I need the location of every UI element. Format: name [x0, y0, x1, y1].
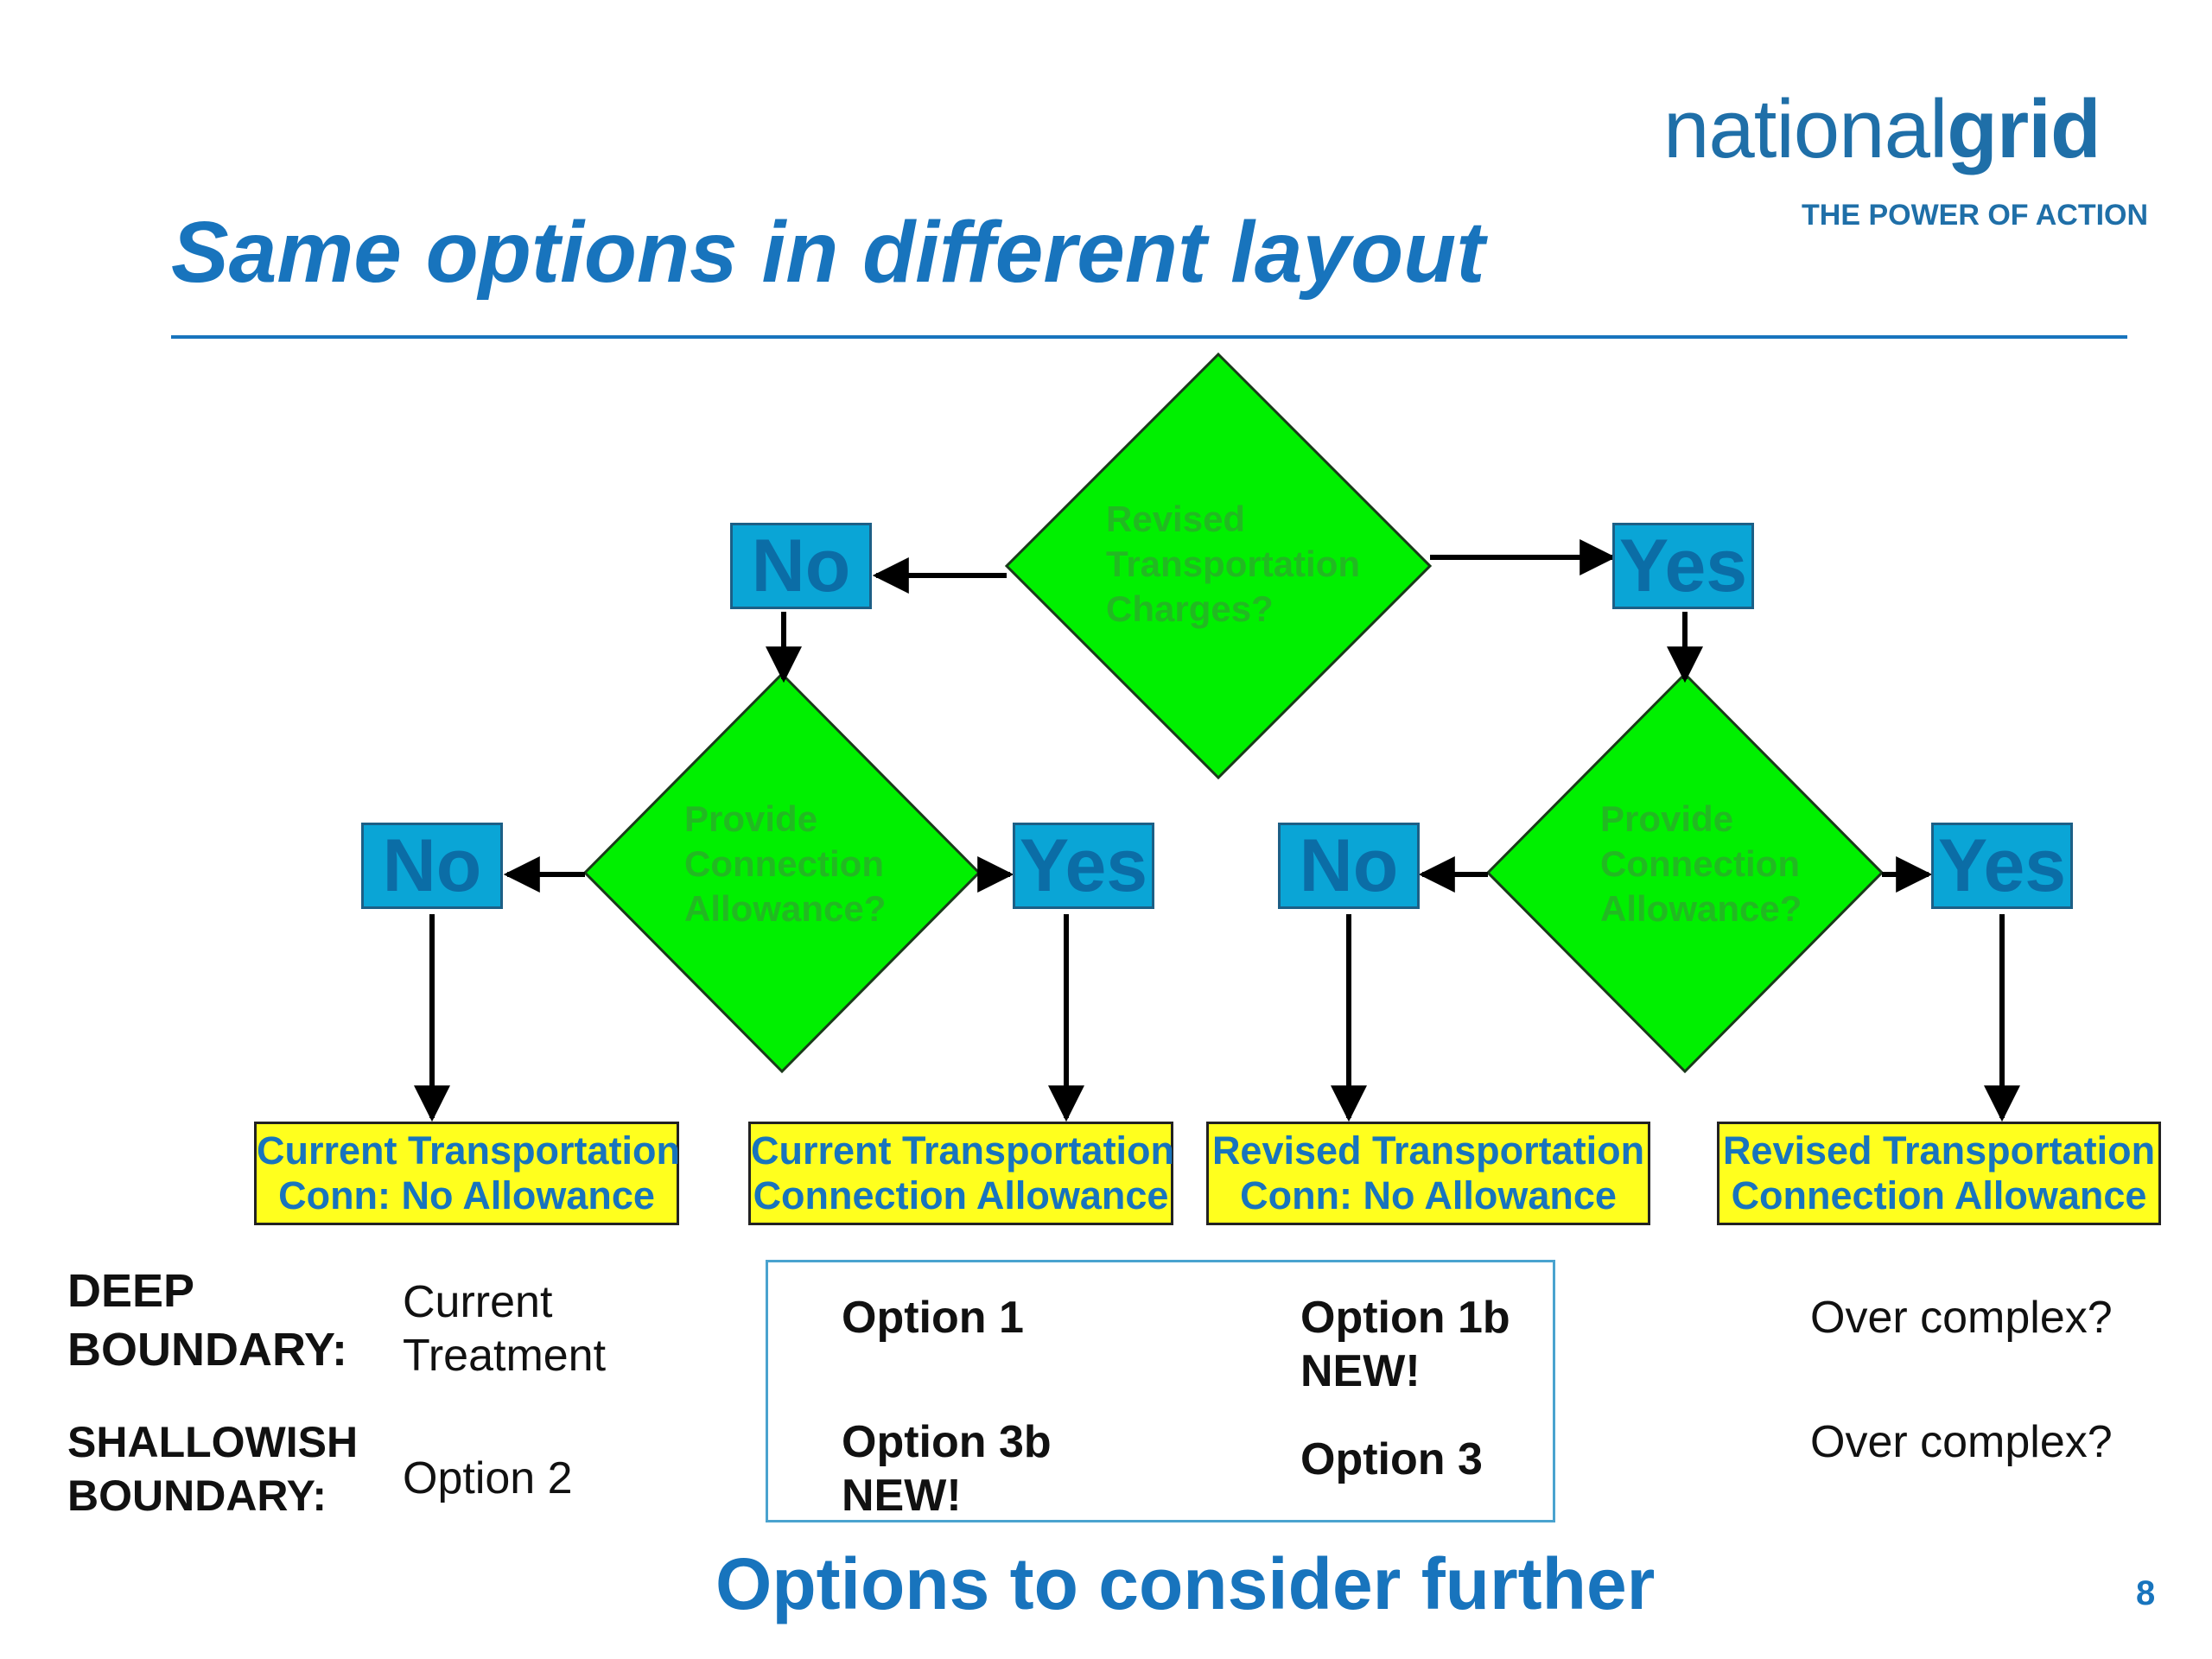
- decision-text-top: Revised Transportation Charges?: [1106, 499, 1361, 629]
- over-complex-row1: Over complex?: [1810, 1293, 2113, 1343]
- decision-text-left: Provide Connection Allowance?: [684, 798, 887, 929]
- option-1b: Option 1b NEW!: [1300, 1293, 1510, 1396]
- answer-left-yes: Yes: [1013, 823, 1154, 909]
- option-3b: Option 3b NEW!: [842, 1417, 1052, 1521]
- decision-diamond-top: [1004, 352, 1433, 780]
- option-3: Option 3: [1300, 1434, 1483, 1484]
- page-title: Same options in different layout: [171, 204, 1485, 301]
- logo-word-bold: grid: [1947, 83, 2101, 175]
- outcome-box-4: Revised Transportation Connection Allowa…: [1717, 1122, 2161, 1225]
- answer-right-no: No: [1278, 823, 1420, 909]
- over-complex-row2: Over complex?: [1810, 1417, 2113, 1467]
- decision-diamond-right: [1485, 671, 1885, 1074]
- page-number: 8: [2136, 1574, 2156, 1612]
- nationalgrid-logo: nationalgrid: [1663, 82, 2101, 177]
- decision-diamond-left: [582, 671, 982, 1074]
- outcome-box-2: Current Transportation Connection Allowa…: [748, 1122, 1174, 1225]
- decision-text-right: Provide Connection Allowance?: [1600, 798, 1802, 929]
- logo-tagline: THE POWER OF ACTION: [1802, 199, 2149, 232]
- logo-word-light: national: [1663, 83, 1948, 175]
- shallowish-boundary-label: SHALLOWISH BOUNDARY:: [67, 1418, 359, 1520]
- option-1: Option 1: [842, 1293, 1024, 1343]
- answer-top-yes: Yes: [1612, 523, 1754, 609]
- title-divider: [171, 335, 2127, 339]
- outcome-box-3: Revised Transportation Conn: No Allowanc…: [1206, 1122, 1650, 1225]
- answer-right-yes: Yes: [1931, 823, 2073, 909]
- footer-heading: Options to consider further: [715, 1543, 1656, 1624]
- deep-boundary-label: DEEP BOUNDARY:: [67, 1265, 347, 1376]
- outcome-box-1: Current Transportation Conn: No Allowanc…: [254, 1122, 680, 1225]
- answer-top-no: No: [730, 523, 872, 609]
- deep-boundary-value: Current Treatment: [403, 1277, 607, 1381]
- options-box: [766, 1260, 1555, 1522]
- shallowish-boundary-value: Option 2: [403, 1453, 573, 1503]
- answer-left-no: No: [361, 823, 503, 909]
